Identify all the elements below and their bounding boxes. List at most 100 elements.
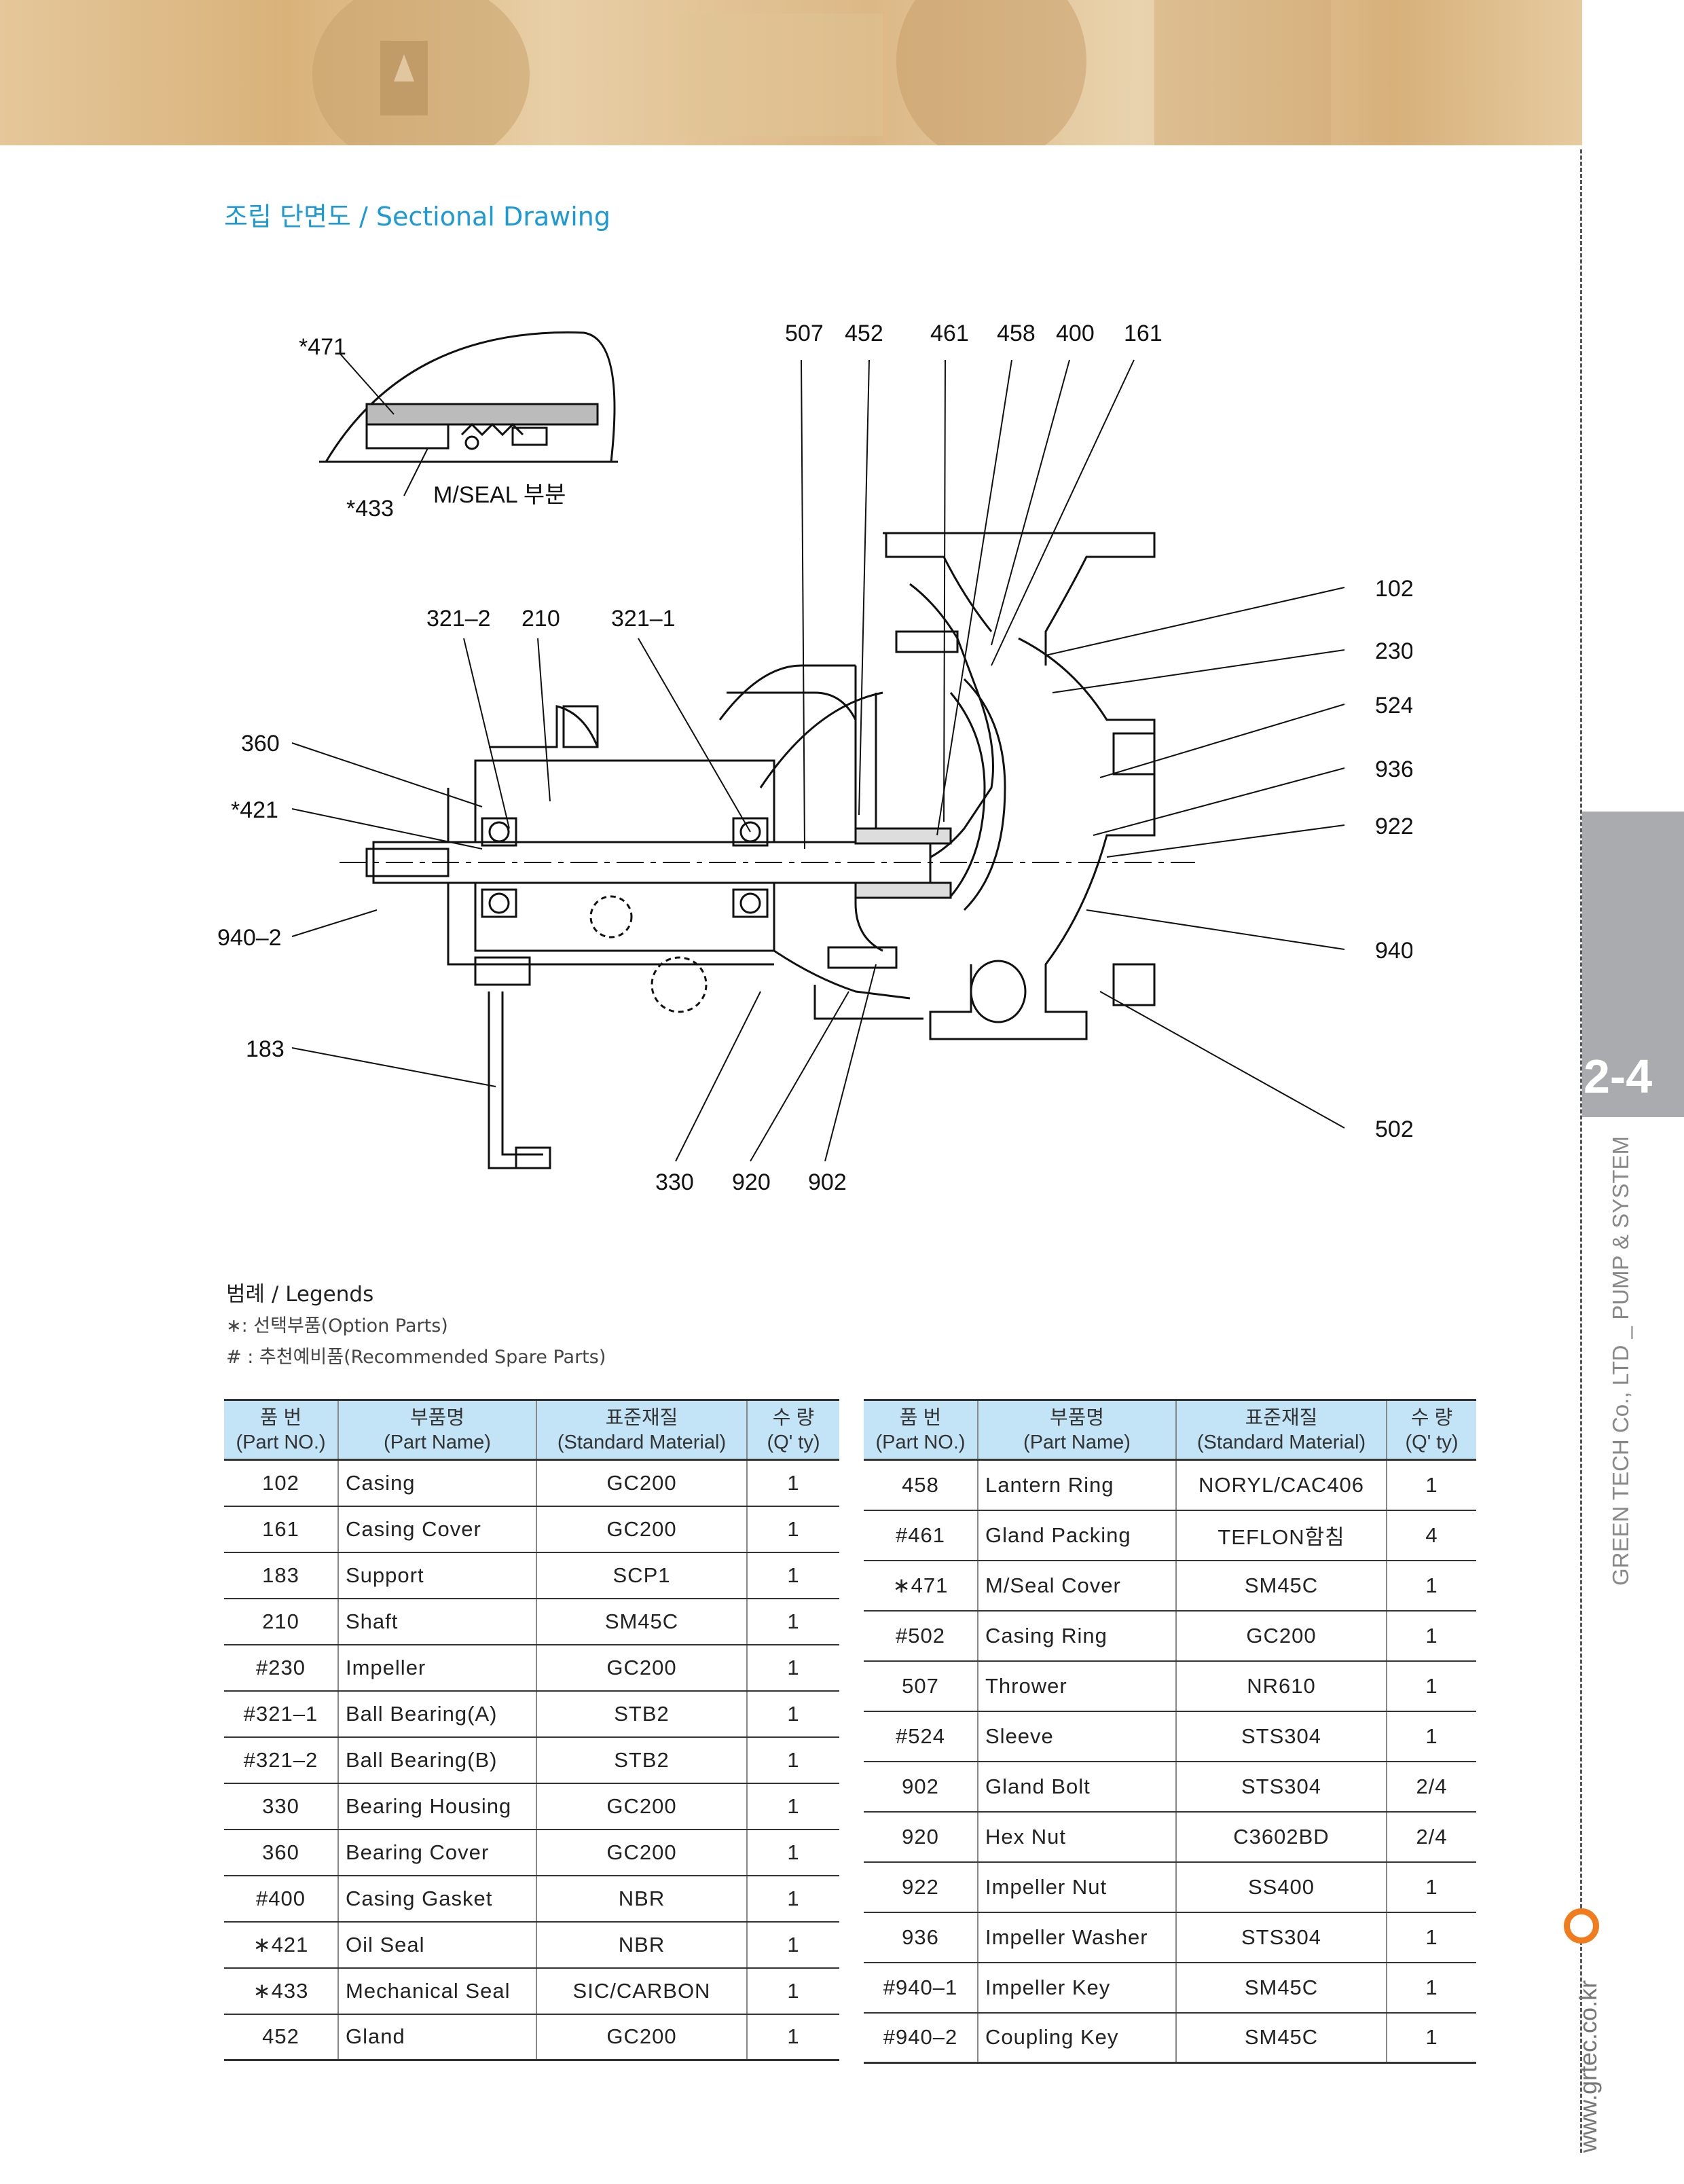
table-header-row: 품 번(Part NO.) 부품명(Part Name) 표준재질(Standa… [224, 1399, 839, 1461]
parts-table-right: 품 번(Part NO.) 부품명(Part Name) 표준재질(Standa… [864, 1399, 1476, 2064]
material-cell: SM45C [1175, 2012, 1387, 2064]
drawing-label-360: 360 [241, 731, 280, 757]
part-no-cell: 161 [224, 1506, 338, 1553]
material-cell: SCP1 [536, 1552, 747, 1599]
part-no-cell: #400 [224, 1875, 338, 1923]
material-cell: GC200 [536, 1644, 747, 1692]
part-name-cell: Impeller Washer [977, 1912, 1176, 1963]
part-no-cell: 922 [864, 1861, 978, 1913]
part-name-cell: Casing Ring [977, 1610, 1176, 1662]
part-name-cell: Gland Packing [977, 1510, 1176, 1561]
header-material: 표준재질(Standard Material) [1175, 1399, 1387, 1461]
qty-cell: 2/4 [1386, 1761, 1476, 1813]
material-cell: TEFLON함침 [1175, 1510, 1387, 1561]
company-name: GREEN TECH Co., LTD _ PUMP & SYSTEM [1608, 1136, 1633, 1586]
part-no-cell: #321–2 [224, 1736, 338, 1784]
material-cell: NBR [536, 1921, 747, 1969]
drawing-label-161: 161 [1124, 321, 1163, 346]
qty-cell: 4 [1386, 1510, 1476, 1561]
material-cell: GC200 [536, 1506, 747, 1553]
material-cell: GC200 [536, 1783, 747, 1830]
part-name-cell: Gland Bolt [977, 1761, 1176, 1813]
drawing-label-452: 452 [845, 321, 883, 346]
part-name-cell: Sleeve [977, 1711, 1176, 1762]
part-name-cell: Gland [337, 2014, 536, 2061]
part-no-cell: ∗433 [224, 1967, 338, 2015]
header-qty: 수 량(Q' ty) [746, 1399, 839, 1461]
qty-cell: 1 [1386, 1560, 1476, 1612]
part-name-cell: Bearing Cover [337, 1829, 536, 1876]
detail-caption: M/SEAL 부분 [433, 482, 566, 508]
part-no-cell: 936 [864, 1912, 978, 1963]
drawing-label-421: *421 [231, 797, 278, 823]
legend-spare: # : 추천예비품(Recommended Spare Parts) [226, 1347, 606, 1368]
part-name-cell: Casing Gasket [337, 1875, 536, 1923]
part-no-cell: 330 [224, 1783, 338, 1830]
material-cell: SM45C [536, 1598, 747, 1645]
pump-photo-graphic [312, 0, 1331, 145]
part-name-cell: Mechanical Seal [337, 1967, 536, 2015]
part-name-cell: Support [337, 1552, 536, 1599]
drawing-label-524: 524 [1375, 693, 1412, 718]
drawing-label-321-1: 321–1 [611, 606, 676, 632]
qty-cell: 1 [746, 2014, 839, 2061]
part-name-cell: Impeller Key [977, 1962, 1176, 2014]
material-cell: STS304 [1175, 1761, 1387, 1813]
header-part-no: 품 번(Part NO.) [224, 1399, 338, 1461]
part-name-cell: Coupling Key [977, 2012, 1176, 2064]
qty-cell: 1 [746, 1967, 839, 2015]
part-no-cell: 210 [224, 1598, 338, 1645]
header-part-name: 부품명(Part Name) [337, 1399, 536, 1461]
header-part-no: 품 번(Part NO.) [864, 1399, 978, 1461]
material-cell: SM45C [1175, 1560, 1387, 1612]
material-cell: SS400 [1175, 1861, 1387, 1913]
part-no-cell: 920 [864, 1811, 978, 1863]
drawing-label-400: 400 [1056, 321, 1095, 346]
part-no-cell: #461 [864, 1510, 978, 1561]
part-no-cell: 902 [864, 1761, 978, 1813]
part-name-cell: Thrower [977, 1660, 1176, 1712]
drawing-label-461: 461 [930, 321, 969, 346]
header-part-name: 부품명(Part Name) [977, 1399, 1176, 1461]
qty-cell: 1 [1386, 1610, 1476, 1662]
part-name-cell: Hex Nut [977, 1811, 1176, 1863]
qty-cell: 1 [1386, 1912, 1476, 1963]
qty-cell: 1 [1386, 1861, 1476, 1913]
part-no-cell: ∗471 [864, 1560, 978, 1612]
drawing-label-940-2: 940–2 [217, 925, 282, 951]
drawing-label-433: *433 [346, 496, 394, 522]
material-cell: GC200 [536, 1459, 747, 1507]
table-header-row: 품 번(Part NO.) 부품명(Part Name) 표준재질(Standa… [864, 1399, 1476, 1461]
part-no-cell: #940–1 [864, 1962, 978, 2014]
section-tab [1582, 812, 1684, 1117]
drawing-label-321-2: 321–2 [426, 606, 491, 632]
material-cell: GC200 [536, 2014, 747, 2061]
qty-cell: 1 [746, 1506, 839, 1553]
qty-cell: 1 [1386, 1660, 1476, 1712]
part-no-cell: 507 [864, 1660, 978, 1712]
part-no-cell: #524 [864, 1711, 978, 1762]
drawing-label-458: 458 [997, 321, 1036, 346]
drawing-label-330: 330 [655, 1169, 694, 1195]
part-name-cell: Lantern Ring [977, 1459, 1176, 1511]
qty-cell: 1 [1386, 2012, 1476, 2064]
qty-cell: 1 [1386, 1962, 1476, 2014]
